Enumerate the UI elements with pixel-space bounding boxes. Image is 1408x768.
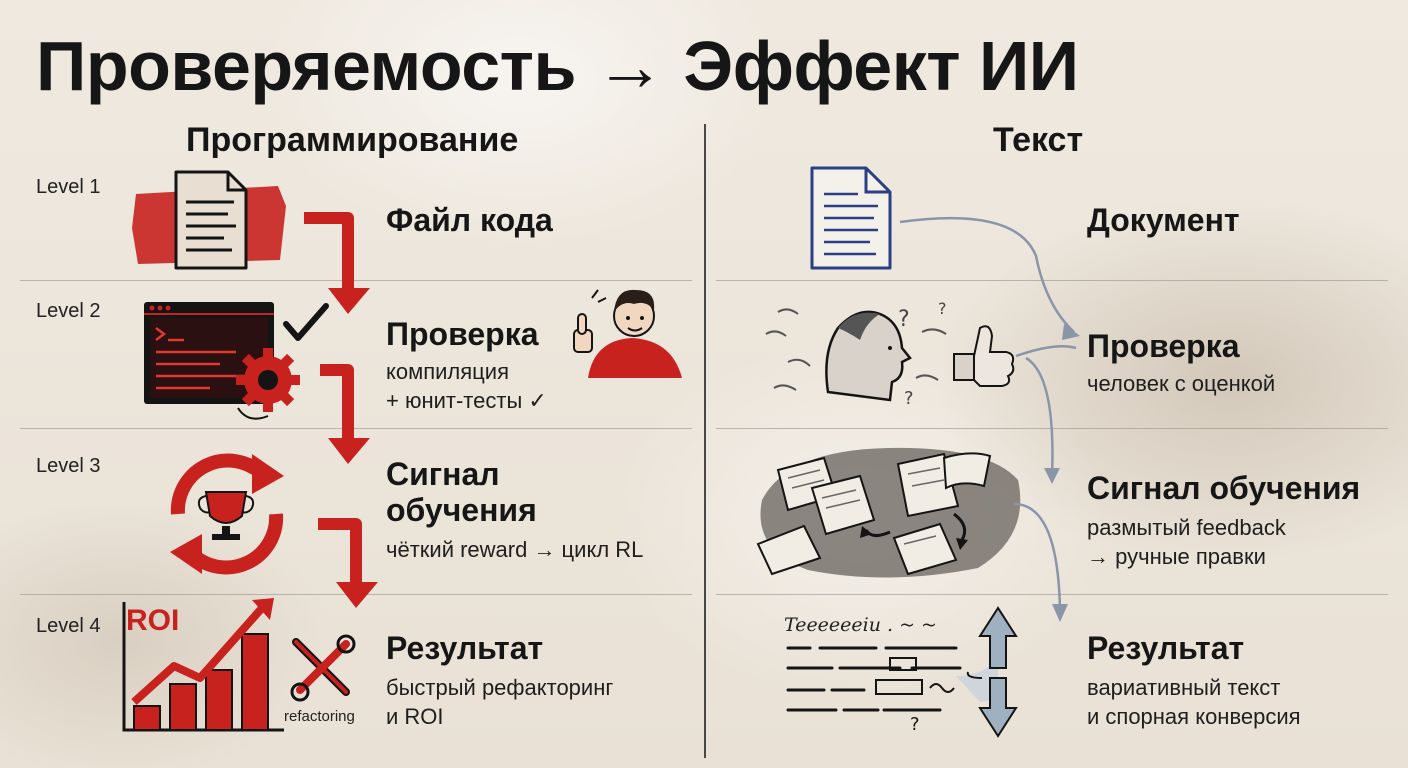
tools-icon bbox=[290, 634, 356, 702]
column-heading-text: Текст bbox=[993, 121, 1084, 159]
programming-signal-title-line1: Сигнал bbox=[386, 456, 500, 492]
code-file-icon bbox=[132, 170, 286, 270]
text-signal-line2: → ручные правки bbox=[1087, 544, 1266, 569]
programming-signal-line1: чёткий reward → цикл RL bbox=[386, 537, 644, 562]
svg-text:?: ? bbox=[938, 299, 947, 318]
variable-text-icon: ? bbox=[786, 606, 1018, 738]
refactoring-label: refactoring bbox=[284, 708, 355, 725]
scattered-papers-icon bbox=[756, 447, 1021, 578]
roi-growth-chart-icon bbox=[122, 598, 284, 732]
text-signal-title: Сигнал обучения bbox=[1087, 470, 1361, 506]
developer-thumbs-up-icon bbox=[573, 289, 682, 378]
human-reviewer-icon: ? ? ? bbox=[765, 299, 1015, 409]
text-signal-line1: размытый feedback bbox=[1087, 515, 1286, 540]
text-doc-title: Документ bbox=[1087, 202, 1240, 238]
programming-result-line1: быстрый рефакторинг bbox=[386, 675, 614, 700]
document-icon bbox=[810, 166, 892, 270]
programming-check-line1: компиляция bbox=[386, 359, 509, 384]
text-flow-connectors bbox=[899, 216, 1080, 622]
column-heading-programming: Программирование bbox=[186, 121, 519, 159]
scribble-heading: Teeeeeeiu . ~ ~ bbox=[784, 614, 937, 636]
programming-result-title: Результат bbox=[386, 630, 544, 666]
text-result-line2: и спорная конверсия bbox=[1087, 704, 1301, 729]
programming-flow-arrows bbox=[304, 212, 378, 608]
programming-check-line2: + юнит-тесты ✓ bbox=[386, 388, 547, 413]
row-separator-left-1 bbox=[20, 280, 692, 281]
programming-result-line2: и ROI bbox=[386, 704, 444, 729]
programming-signal-title-line2: обучения bbox=[386, 492, 537, 528]
reward-cycle-icon bbox=[170, 453, 284, 575]
text-check-title: Проверка bbox=[1087, 328, 1240, 364]
row-separator-left-2 bbox=[20, 428, 692, 429]
text-result-line1: вариативный текст bbox=[1087, 675, 1281, 700]
level-label-4: Level 4 bbox=[36, 615, 101, 637]
terminal-check-icon bbox=[144, 302, 329, 420]
main-title: Проверяемость → Эффект ИИ bbox=[36, 27, 1079, 105]
svg-text:?: ? bbox=[904, 388, 914, 409]
column-divider bbox=[704, 124, 706, 758]
svg-text:?: ? bbox=[898, 307, 910, 332]
row-separator-right-1 bbox=[716, 280, 1388, 281]
programming-check-title: Проверка bbox=[386, 316, 539, 352]
text-check-line1: человек с оценкой bbox=[1087, 371, 1276, 396]
level-label-2: Level 2 bbox=[36, 300, 101, 322]
text-result-title: Результат bbox=[1087, 630, 1245, 666]
row-separator-right-3 bbox=[716, 594, 1388, 595]
level-label-3: Level 3 bbox=[36, 455, 101, 477]
level-label-1: Level 1 bbox=[36, 176, 101, 198]
question-mark: ? bbox=[910, 714, 920, 735]
programming-file-title: Файл кода bbox=[386, 202, 553, 238]
roi-label: ROI bbox=[126, 604, 180, 637]
